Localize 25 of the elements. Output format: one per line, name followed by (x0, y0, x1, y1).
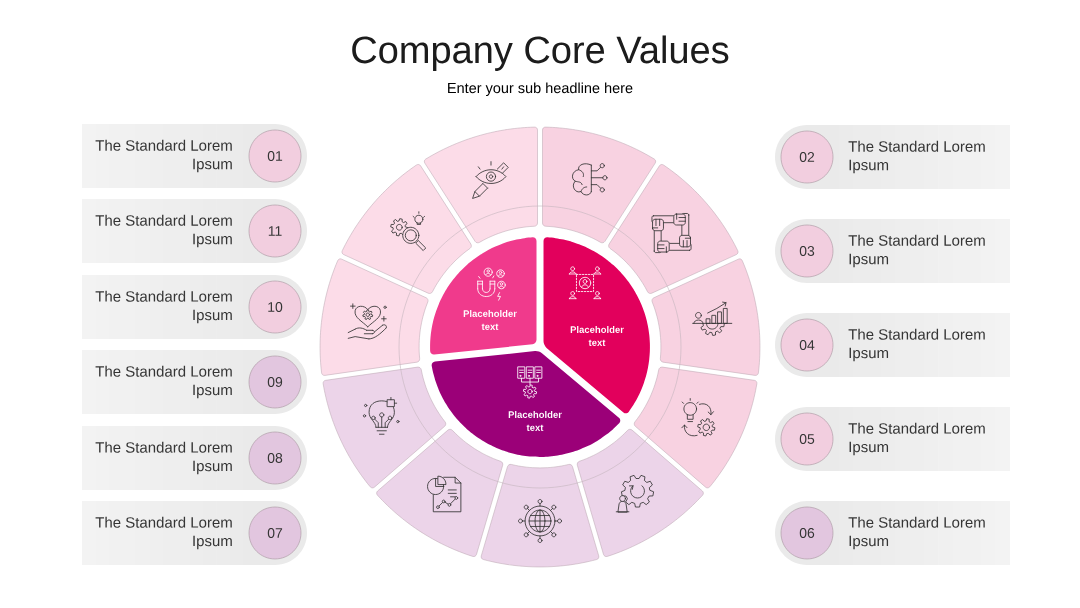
node-label: The Standard Lorem Ipsum (848, 328, 985, 362)
number-badge: 11 (248, 204, 302, 258)
number-badge: 01 (248, 129, 302, 183)
node-label: The Standard Lorem Ipsum (95, 214, 232, 248)
number-badge: 02 (780, 130, 834, 184)
node-label: The Standard Lorem Ipsum (95, 516, 232, 550)
number-badge: 03 (780, 224, 834, 278)
number-badge: 07 (248, 506, 302, 560)
node-label: The Standard Lorem Ipsum (848, 422, 985, 456)
node-label: The Standard Lorem Ipsum (95, 139, 232, 173)
node-label: The Standard Lorem Ipsum (848, 516, 985, 550)
subtitle: Enter your sub headline here (448, 82, 633, 96)
number-badge: 05 (780, 412, 834, 466)
number-badge: 08 (248, 431, 302, 485)
node-label: The Standard Lorem Ipsum (95, 441, 232, 475)
node-label: The Standard Lorem Ipsum (848, 234, 985, 268)
node-label: The Standard Lorem Ipsum (95, 365, 232, 399)
core-segment: Placeholder text (430, 237, 537, 355)
number-badge: 04 (780, 318, 834, 372)
node-label: The Standard Lorem Ipsum (848, 140, 985, 174)
title: Company Core Values (352, 35, 729, 71)
node-label: The Standard Lorem Ipsum (95, 290, 232, 324)
number-badge: 10 (248, 280, 302, 334)
number-badge: 06 (780, 506, 834, 560)
number-badge: 09 (248, 355, 302, 409)
